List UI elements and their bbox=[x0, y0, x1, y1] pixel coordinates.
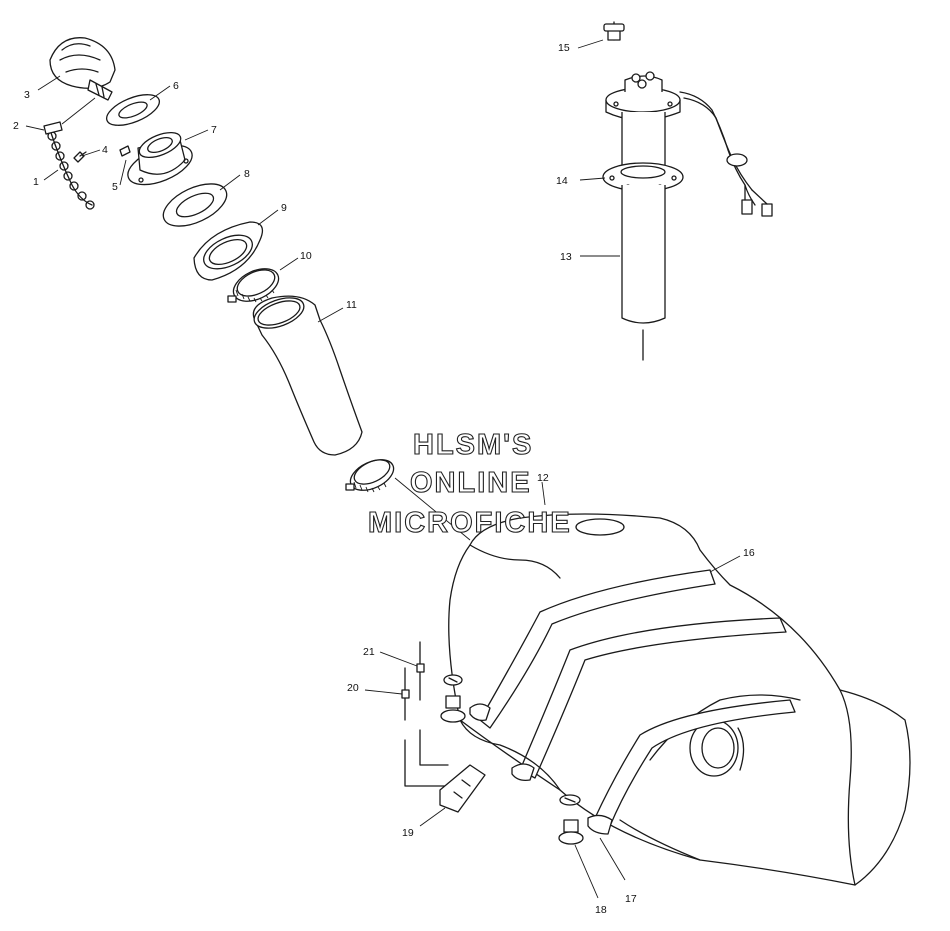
watermark-line-1: HLSM'S bbox=[413, 429, 533, 461]
watermark: HLSM'S ONLINE MICROFICHE bbox=[367, 428, 572, 539]
callout-5: 5 bbox=[112, 181, 118, 193]
lower-hose-clamp-part bbox=[345, 459, 395, 493]
callout-20: 20 bbox=[347, 682, 359, 694]
callout-13: 13 bbox=[560, 251, 572, 263]
callout-18: 18 bbox=[595, 904, 607, 916]
callout-19: 19 bbox=[402, 827, 414, 839]
leader-lines bbox=[25, 39, 741, 899]
watermark-line-3: MICROFICHE bbox=[368, 507, 572, 539]
rivet-part bbox=[119, 145, 131, 157]
callout-12: 12 bbox=[537, 472, 549, 484]
callout-3: 3 bbox=[24, 89, 30, 101]
retaining-ring-part bbox=[193, 221, 264, 281]
strap-bracket-part bbox=[401, 641, 486, 813]
callout-2: 2 bbox=[13, 120, 19, 132]
callout-10: 10 bbox=[300, 250, 312, 262]
callout-15: 15 bbox=[558, 42, 570, 54]
fuel-tank-part bbox=[448, 513, 911, 886]
callout-17: 17 bbox=[625, 893, 637, 905]
callout-labels: 1 2 3 4 5 6 7 8 9 10 11 12 13 14 15 16 1… bbox=[13, 42, 755, 916]
fuel-sender-part bbox=[602, 21, 773, 361]
callout-1: 1 bbox=[33, 176, 39, 188]
callout-8: 8 bbox=[244, 168, 250, 180]
gasket-part bbox=[106, 94, 160, 126]
tether-chain-part bbox=[43, 97, 96, 210]
callout-4: 4 bbox=[102, 144, 108, 156]
callout-14: 14 bbox=[556, 175, 568, 187]
tank-mount-part bbox=[440, 674, 584, 845]
screw-part bbox=[73, 151, 87, 163]
fuel-cap-part bbox=[49, 37, 116, 101]
callout-9: 9 bbox=[281, 202, 287, 214]
hose-clamp-part bbox=[227, 268, 280, 303]
callout-7: 7 bbox=[211, 124, 217, 136]
gasket-ring-part bbox=[162, 183, 228, 227]
callout-21: 21 bbox=[363, 646, 375, 658]
watermark-line-2: ONLINE bbox=[410, 467, 532, 499]
filler-hose-part bbox=[252, 295, 363, 456]
filler-neck-part bbox=[127, 131, 193, 186]
callout-11: 11 bbox=[346, 299, 357, 311]
callout-6: 6 bbox=[173, 80, 179, 92]
callout-16: 16 bbox=[743, 547, 755, 559]
